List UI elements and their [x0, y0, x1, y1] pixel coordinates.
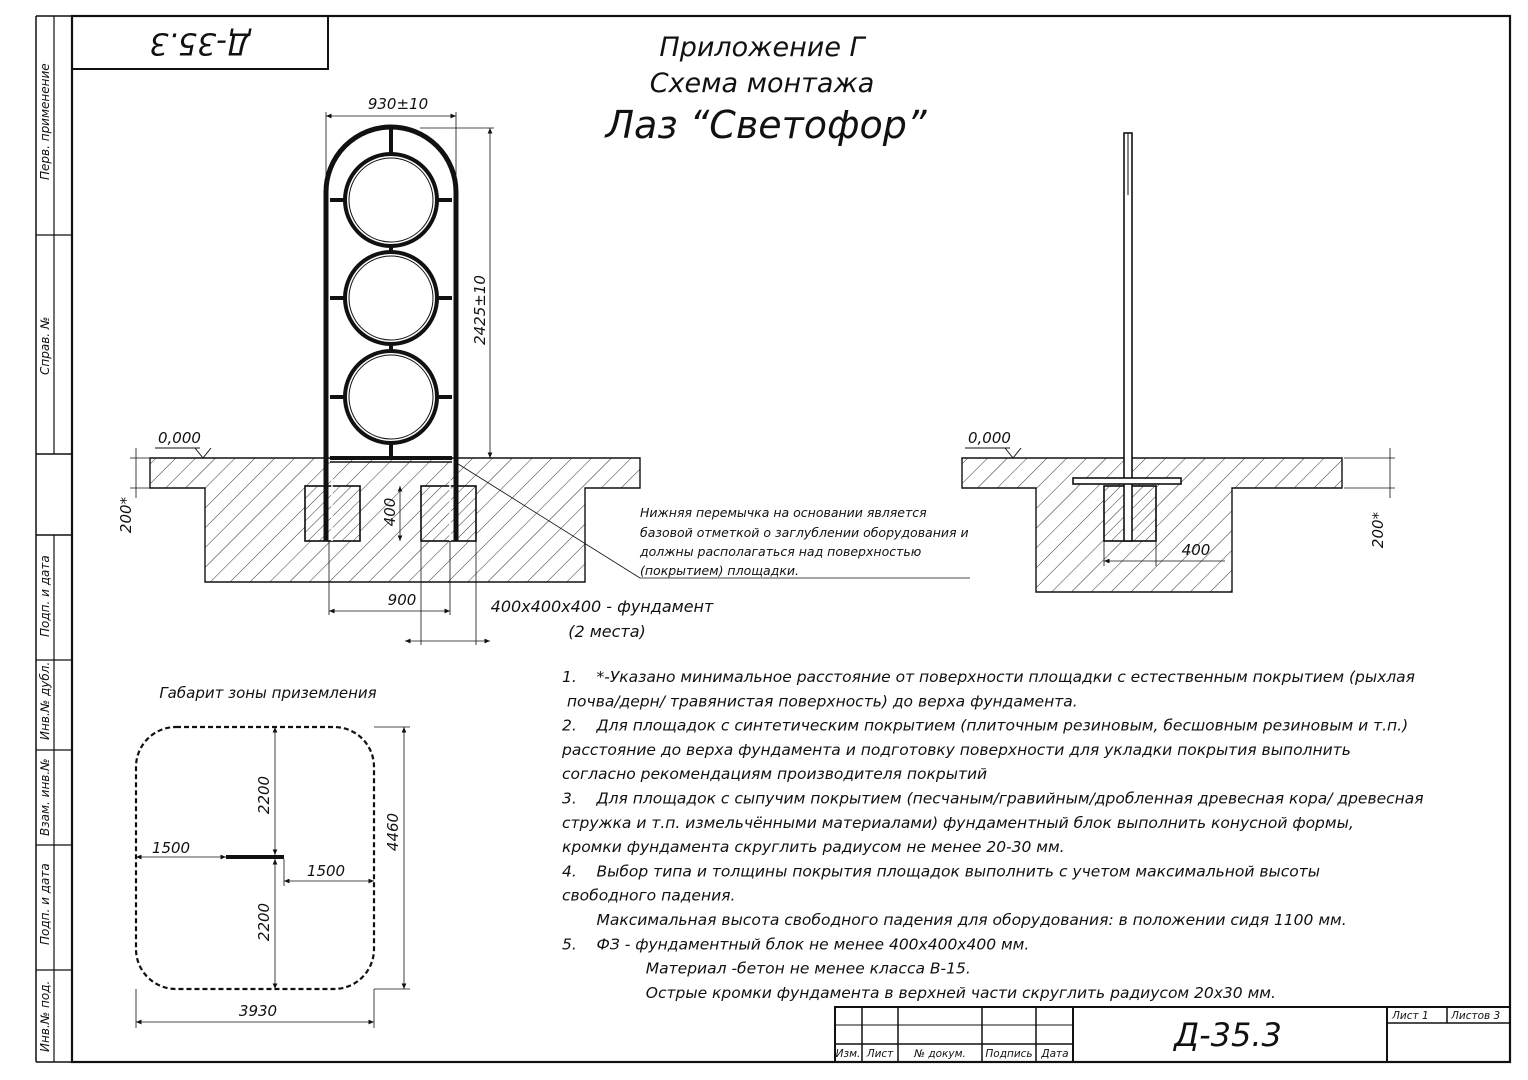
- note-line: расстояние до верха фундамента и подгото…: [561, 741, 1351, 759]
- note-line: Острые кромки фундамента в верхней части…: [562, 984, 1276, 1002]
- front-width-dim: 930±10: [368, 95, 428, 113]
- header-line3: Лаз “Светофор”: [603, 103, 926, 147]
- note-line: 1. *-Указано минимальное расстояние от п…: [562, 668, 1415, 686]
- side-label-podp2: Подп. и дата: [38, 863, 52, 945]
- side-label-dubl: Инв.№ дубл.: [38, 662, 52, 740]
- side-found-width: 400: [1182, 541, 1211, 559]
- note-line: согласно рекомендациям производителя пок…: [562, 765, 987, 783]
- foundation-label: 400x400x400 - фундамент: [491, 597, 714, 616]
- note-line: 5. ФЗ - фундаментный блок не менее 400х4…: [562, 935, 1029, 953]
- zone-height-dim: 4460: [384, 813, 402, 851]
- note-line: стружка и т.п. измельчёнными материалами…: [562, 814, 1354, 832]
- side-label-perv: Перв. применение: [38, 63, 52, 180]
- note-line: Максимальная высота свободного падения д…: [562, 911, 1347, 929]
- top-stamp-code: Д-35.3: [149, 26, 252, 61]
- notes-block: 1. *-Указано минимальное расстояние от п…: [561, 668, 1424, 1002]
- note-line: почва/дерн/ травянистая поверхность) до …: [562, 692, 1078, 710]
- zone-bottom-dim: 2200: [255, 903, 273, 941]
- side-view: 0,000 400 200*: [961, 132, 1395, 593]
- foundation-count: (2 места): [568, 622, 646, 641]
- tb-dokum: № докум.: [913, 1048, 966, 1060]
- header-line2: Схема монтажа: [650, 68, 875, 99]
- front-depth-dim: 200*: [117, 496, 135, 533]
- side-label-vzam: Взам. инв.№: [38, 758, 52, 836]
- tb-list: Лист: [866, 1048, 894, 1060]
- front-note-2: базовой отметкой о заглублении оборудова…: [640, 525, 969, 540]
- tb-sheet: Лист 1: [1391, 1010, 1429, 1022]
- front-height-dim: 2425±10: [471, 275, 489, 345]
- tb-data: Дата: [1040, 1048, 1068, 1060]
- tb-podpis: Подпись: [985, 1048, 1032, 1060]
- side-label-inv-pod: Инв.№ под.: [38, 981, 52, 1052]
- note-line: 2. Для площадок с синтетическим покрытие…: [562, 717, 1408, 735]
- front-view: 930±10 2425±10 0,000 200* 400 900 400x40…: [117, 95, 970, 645]
- front-note-1: Нижняя перемычка на основании является: [640, 505, 927, 520]
- zone-right-dim: 1500: [307, 862, 345, 880]
- zone-top-dim: 2200: [255, 776, 273, 814]
- side-label-podp1: Подп. и дата: [38, 555, 52, 637]
- note-line: Материал -бетон не менее класса В-15.: [562, 960, 971, 978]
- front-note-3: должны располагаться над поверхностью: [639, 544, 921, 559]
- note-line: свободного падения.: [562, 887, 735, 905]
- note-line: 3. Для площадок с сыпучим покрытием (пес…: [562, 790, 1424, 808]
- zone-title: Габарит зоны приземления: [159, 684, 376, 702]
- note-line: кромки фундамента скруглить радиусом не …: [562, 838, 1065, 856]
- landing-zone: Габарит зоны приземления 2200 2200 1500 …: [134, 684, 410, 1028]
- side-level: 0,000: [968, 429, 1011, 447]
- zone-left-dim: 1500: [152, 839, 190, 857]
- side-label-sprav: Справ. №: [38, 317, 52, 375]
- tb-sheets: Листов 3: [1450, 1010, 1500, 1022]
- front-found-height: 400: [381, 498, 399, 527]
- top-stamp: [71, 15, 329, 70]
- note-line: 4. Выбор типа и толщины покрытия площадо…: [562, 862, 1320, 880]
- front-level: 0,000: [158, 429, 201, 447]
- zone-width-dim: 3930: [239, 1002, 277, 1020]
- title-block: Изм. Лист № докум. Подпись Дата Д-35.3 Л…: [834, 1006, 1511, 1063]
- tb-code: Д-35.3: [1172, 1016, 1282, 1054]
- front-spacing-dim: 900: [388, 591, 417, 609]
- sheet-frame: [70, 14, 1512, 1064]
- side-depth-dim: 200*: [1369, 511, 1387, 548]
- front-note-4: (покрытием) площадки.: [640, 563, 799, 578]
- tb-izm: Изм.: [836, 1048, 861, 1060]
- header-line1: Приложение Г: [659, 32, 866, 63]
